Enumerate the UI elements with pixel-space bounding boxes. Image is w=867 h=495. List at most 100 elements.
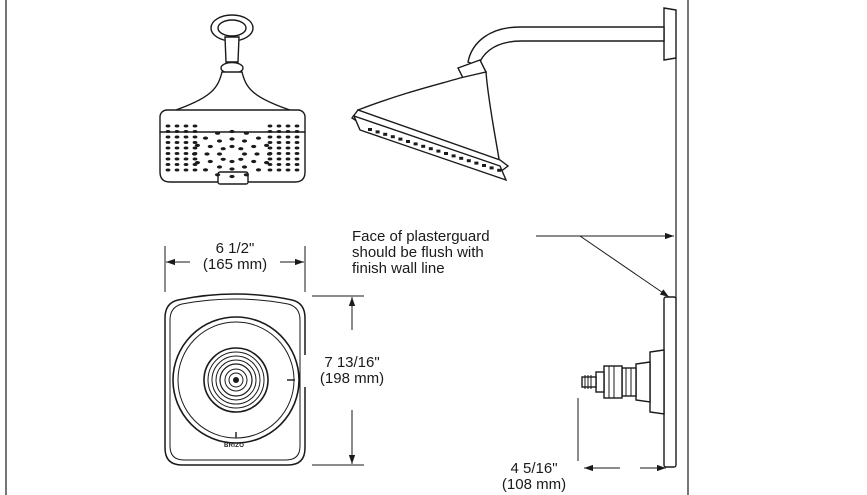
spray-nozzle xyxy=(238,157,244,161)
spray-nozzle xyxy=(174,146,180,150)
side-nozzle xyxy=(489,166,494,170)
spray-nozzle xyxy=(183,163,189,166)
spray-nozzle xyxy=(183,152,189,155)
side-nozzle xyxy=(482,164,486,167)
spray-nozzle xyxy=(294,152,300,155)
height-dimension-label: 7 13/16" (198 mm) xyxy=(304,355,400,387)
frame-borders xyxy=(5,0,689,495)
spray-nozzle xyxy=(174,130,180,133)
annotation-line-2: should be flush with xyxy=(352,244,484,261)
spray-nozzle xyxy=(266,152,273,156)
spray-nozzle xyxy=(204,152,210,156)
spray-nozzle xyxy=(255,168,262,172)
spray-nozzle xyxy=(174,141,180,144)
spray-nozzle xyxy=(215,131,221,135)
spray-nozzle xyxy=(276,146,282,150)
spray-nozzle xyxy=(294,130,300,133)
spray-nozzle xyxy=(183,124,189,128)
spray-nozzle xyxy=(183,141,189,144)
spray-nozzle xyxy=(183,135,189,139)
spray-nozzle xyxy=(276,124,282,128)
height-metric: (198 mm) xyxy=(319,370,385,387)
spray-nozzle xyxy=(285,146,291,150)
spray-nozzle xyxy=(276,152,282,155)
dial-marks xyxy=(235,379,295,438)
spray-nozzle xyxy=(165,146,171,150)
spray-nozzle xyxy=(165,124,171,128)
spray-nozzle xyxy=(220,147,226,151)
spray-nozzle xyxy=(192,168,198,172)
spray-nozzle xyxy=(191,152,198,156)
spray-nozzle xyxy=(192,124,198,128)
side-nozzle xyxy=(428,147,433,151)
side-nozzle xyxy=(451,154,456,158)
spray-nozzle xyxy=(183,146,189,150)
spray-nozzle xyxy=(243,173,249,177)
spray-nozzle xyxy=(229,137,235,141)
side-nozzle xyxy=(474,161,479,165)
spray-nozzle xyxy=(229,129,235,134)
spray-nozzle xyxy=(267,146,273,150)
spray-nozzle xyxy=(215,173,221,177)
spray-nozzle xyxy=(285,124,291,128)
spray-nozzle xyxy=(285,157,291,161)
showerhead-spray-nozzles xyxy=(165,124,300,179)
spray-nozzle xyxy=(241,139,248,143)
spray-nozzle xyxy=(276,168,282,172)
spray-nozzle xyxy=(294,135,300,139)
side-view-nozzles xyxy=(368,128,502,172)
side-nozzle xyxy=(406,140,410,143)
spray-nozzle xyxy=(183,168,189,172)
height-imperial: 7 13/16" xyxy=(324,354,380,371)
spray-nozzle xyxy=(267,135,273,139)
side-nozzle xyxy=(459,156,464,160)
spray-nozzle xyxy=(276,135,282,139)
width-dimension-label: 6 1/2" (165 mm) xyxy=(190,241,280,273)
spray-nozzle xyxy=(238,147,244,151)
side-nozzle xyxy=(421,144,426,148)
spray-nozzle xyxy=(285,168,291,172)
spray-nozzle xyxy=(194,143,200,147)
spray-nozzle xyxy=(294,146,300,150)
spray-nozzle xyxy=(216,165,223,169)
width-imperial: 6 1/2" xyxy=(215,240,255,257)
side-nozzle xyxy=(444,152,448,155)
spray-nozzle xyxy=(174,152,180,155)
spray-nozzle xyxy=(251,144,257,149)
spray-nozzle xyxy=(207,144,213,149)
side-nozzle xyxy=(375,130,380,134)
spray-nozzle xyxy=(165,168,171,172)
spray-nozzle xyxy=(183,130,189,133)
side-nozzle xyxy=(368,128,372,131)
spray-nozzle xyxy=(241,152,248,156)
spray-nozzle xyxy=(294,124,300,128)
spray-nozzle xyxy=(165,152,171,155)
spray-nozzle xyxy=(192,135,198,139)
spray-nozzle xyxy=(294,163,300,166)
spray-nozzle xyxy=(229,174,235,179)
spray-nozzle xyxy=(276,141,282,144)
width-dimension xyxy=(164,246,306,292)
annotation-line-1: Face of plasterguard xyxy=(352,228,490,245)
spray-nozzle xyxy=(174,135,180,139)
spray-nozzle xyxy=(229,159,235,164)
spray-nozzle xyxy=(192,141,198,144)
spray-nozzle xyxy=(220,157,226,161)
spray-nozzle xyxy=(276,163,282,166)
spray-nozzle xyxy=(202,136,209,140)
spray-nozzle xyxy=(285,163,291,166)
spray-nozzle xyxy=(207,159,213,164)
spray-nozzle xyxy=(294,157,300,161)
brand-logo: BRIZO xyxy=(224,443,245,449)
depth-imperial: 4 5/16" xyxy=(510,460,558,477)
spray-nozzle xyxy=(174,157,180,161)
spray-nozzle xyxy=(194,161,200,165)
side-nozzle xyxy=(436,149,441,153)
spray-nozzle xyxy=(174,124,180,128)
spray-nozzle xyxy=(255,136,262,140)
spray-nozzle xyxy=(165,141,171,144)
spray-nozzle xyxy=(294,168,300,172)
spray-nozzle xyxy=(276,130,282,133)
spray-nozzle xyxy=(251,159,257,164)
